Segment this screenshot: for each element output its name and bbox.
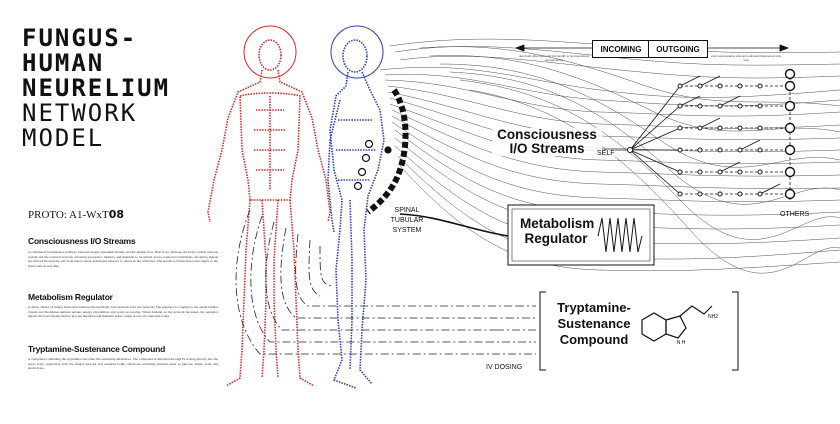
iv-dosing-lines	[235, 209, 536, 355]
outgoing-label: OUTGOING	[656, 44, 700, 54]
nh-label: N H	[676, 340, 686, 346]
tryptamine-bracket-left	[539, 291, 546, 371]
title-line-1: FUNGUS-	[22, 24, 138, 52]
side-human-figure	[327, 25, 385, 389]
proto-code: PROTO: A1-WxT08	[28, 208, 124, 221]
self-tree-nodes	[627, 83, 763, 197]
section-heading-metabolism: Metabolism Regulator	[28, 292, 113, 302]
self-label: SELF	[597, 150, 615, 157]
metabolism-regulator	[399, 204, 655, 266]
spinal-label: SPINAL TUBULAR SYSTEM	[390, 207, 424, 234]
nh2-label: NH2	[708, 314, 719, 320]
others-label: OTHERS	[780, 211, 810, 218]
spinal-tubular-system	[353, 88, 409, 215]
spinal-nodes	[353, 139, 392, 191]
metabolism-label: Metabolism Regulator	[520, 216, 595, 246]
title-line-5: MODEL	[22, 124, 105, 152]
section-heading-tryptamine: Tryptamine-Sustenance Compound	[28, 344, 166, 354]
title-line-3: NEURELIUM	[22, 74, 171, 102]
incoming-note: data from other users and fed rapidly to…	[518, 54, 590, 62]
proto-number: 08	[108, 208, 125, 221]
diagram-title: FUNGUS- HUMAN NEURELIUM NETWORK MODEL	[22, 26, 170, 151]
outgoing-note: own consciousness data and outbound impr…	[710, 54, 782, 62]
tryptamine-molecule	[641, 305, 713, 342]
tryptamine-bracket-right	[732, 291, 739, 371]
front-human-figure	[207, 25, 331, 387]
title-line-4: NETWORK	[22, 99, 138, 127]
others-nodes	[784, 68, 796, 200]
incoming-tag: INCOMING	[592, 40, 650, 58]
title-line-2: HUMAN	[22, 49, 105, 77]
section-body-metabolism: A dense cluster of fungal tissue that ba…	[28, 305, 218, 319]
regulator-zigzag	[597, 217, 643, 253]
proto-prefix: PROTO: A1-WxT	[28, 209, 109, 221]
iv-dosing-label: IV DOSING	[486, 364, 523, 371]
section-body-consciousness: A continuous transmission pathway betwee…	[28, 250, 218, 268]
section-heading-consciousness: Consciousness I/O Streams	[28, 236, 136, 246]
tryptamine-label: Tryptamine-Sustenance Compound	[557, 300, 631, 347]
section-body-tryptamine: A compound combining the tryptamine and …	[28, 357, 218, 371]
incoming-label: INCOMING	[600, 44, 642, 54]
neurelium-strands	[379, 38, 840, 274]
consciousness-label: Consciousness I/O Streams	[492, 128, 602, 156]
outgoing-tag: OUTGOING	[648, 40, 708, 58]
